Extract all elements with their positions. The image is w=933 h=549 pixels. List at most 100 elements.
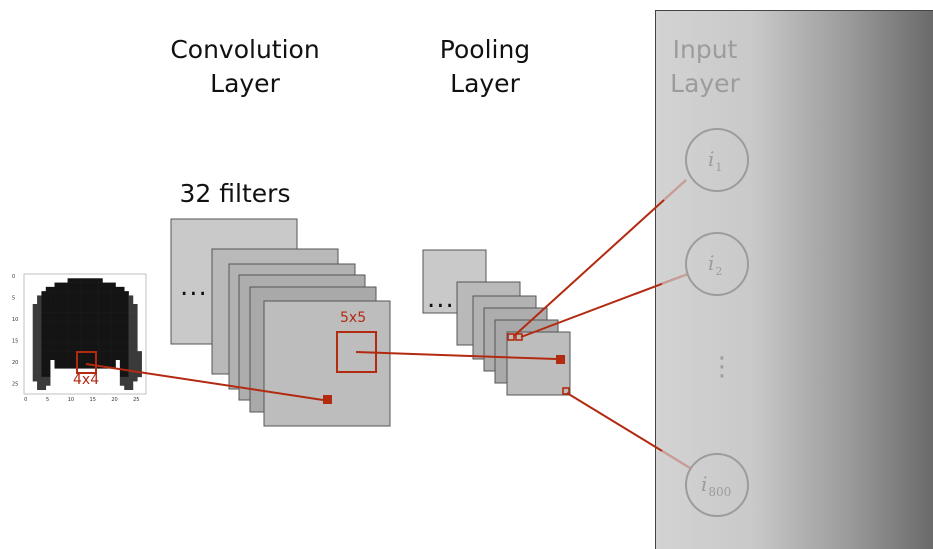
pool-pixel-marker-3 — [562, 387, 570, 395]
image-pixel — [71, 351, 77, 356]
image-pixel — [115, 308, 121, 313]
image-pixel — [137, 368, 142, 373]
neuron-i1-label: i1 — [708, 147, 722, 174]
image-pixel — [58, 304, 64, 309]
image-pixel — [98, 316, 103, 322]
image-pixel — [67, 316, 73, 322]
image-pixel — [115, 312, 121, 318]
fade-to-i2 — [661, 273, 689, 285]
image-pixel — [115, 295, 121, 301]
image-pixel — [111, 325, 116, 331]
image-pixel — [119, 359, 125, 365]
image-pixel — [41, 334, 47, 339]
image-pixel — [32, 355, 38, 361]
image-pixel — [63, 342, 68, 348]
image-pixel — [71, 316, 77, 322]
image-pixel — [115, 338, 121, 343]
image-pixel — [85, 364, 90, 369]
image-pixel — [71, 338, 77, 343]
image-pixel — [50, 299, 55, 305]
image-pixel — [124, 304, 129, 309]
image-pixel — [76, 338, 81, 343]
image-pixel — [76, 334, 81, 339]
image-pixel — [80, 355, 86, 361]
image-pixel — [115, 286, 121, 292]
image-pixel — [93, 312, 99, 318]
image-pixel — [80, 308, 86, 313]
image-pixel — [128, 304, 134, 309]
image-pixel — [89, 291, 95, 296]
image-pixel — [93, 278, 99, 283]
image-pixel — [63, 286, 68, 292]
image-pixel — [102, 355, 108, 361]
image-pixel — [115, 304, 121, 309]
image-pixel — [76, 308, 81, 313]
image-pixel — [54, 295, 60, 301]
image-pixel — [85, 308, 90, 313]
image-pixel — [98, 308, 103, 313]
neuron-i800-label: i800 — [701, 472, 731, 499]
image-pixel — [67, 334, 73, 339]
image-pixel — [89, 329, 95, 335]
image-pixel — [124, 299, 129, 305]
image-pixel — [32, 376, 38, 382]
image-pixel — [106, 316, 112, 322]
image-pixel — [71, 308, 77, 313]
image-pixel — [76, 304, 81, 309]
image-pixel — [80, 295, 86, 301]
image-pixel — [63, 308, 68, 313]
image-pixel — [71, 282, 77, 288]
image-pixel — [54, 342, 60, 348]
image-pixel — [54, 299, 60, 305]
neuron-i2 — [685, 232, 749, 296]
image-pixel — [37, 325, 42, 331]
image-pixel — [128, 295, 134, 301]
pooling-feature-maps — [422, 249, 571, 396]
image-pixel — [45, 304, 51, 309]
pooling-title-line2: Layer — [450, 69, 520, 98]
image-pixel — [137, 364, 142, 369]
image-pixel — [50, 308, 55, 313]
image-pixel — [37, 308, 42, 313]
y-tick-label: 10 — [12, 317, 18, 323]
image-pixel — [50, 329, 55, 335]
image-pixel — [111, 299, 116, 305]
neuron-labels: i1 i2 i800 — [701, 147, 731, 499]
convolution-title-line1: Convolution — [170, 35, 320, 64]
image-pixel — [54, 334, 60, 339]
image-pixel — [76, 316, 81, 322]
image-pixel — [93, 291, 99, 296]
image-pixel — [106, 282, 112, 288]
image-pixel — [106, 329, 112, 335]
image-pixel — [80, 299, 86, 305]
image-pixel — [102, 286, 108, 292]
image-pixel — [93, 308, 99, 313]
image-pixel — [45, 325, 51, 331]
neuron-i2-label: i2 — [708, 251, 722, 278]
image-pixel — [45, 372, 51, 378]
image-pixel — [128, 346, 134, 352]
image-pixel — [93, 295, 99, 301]
image-pixel — [80, 291, 86, 296]
image-pixel — [41, 321, 47, 326]
image-pixel — [71, 321, 77, 326]
image-pixel — [93, 321, 99, 326]
image-pixel — [132, 376, 138, 382]
image-pixel — [63, 312, 68, 318]
image-pixel — [37, 376, 42, 382]
image-pixel — [41, 325, 47, 331]
image-pixel — [115, 299, 121, 305]
image-pixel — [67, 286, 73, 292]
image-pixel — [45, 291, 51, 296]
image-pixel — [106, 346, 112, 352]
image-pixel — [50, 325, 55, 331]
image-pixel — [76, 299, 81, 305]
image-pixel — [93, 316, 99, 322]
conv-output-pixel — [323, 395, 332, 404]
image-pixel — [115, 334, 121, 339]
image-pixel — [85, 312, 90, 318]
image-pixel — [58, 329, 64, 335]
image-pixel — [41, 299, 47, 305]
image-pixel — [54, 351, 60, 356]
